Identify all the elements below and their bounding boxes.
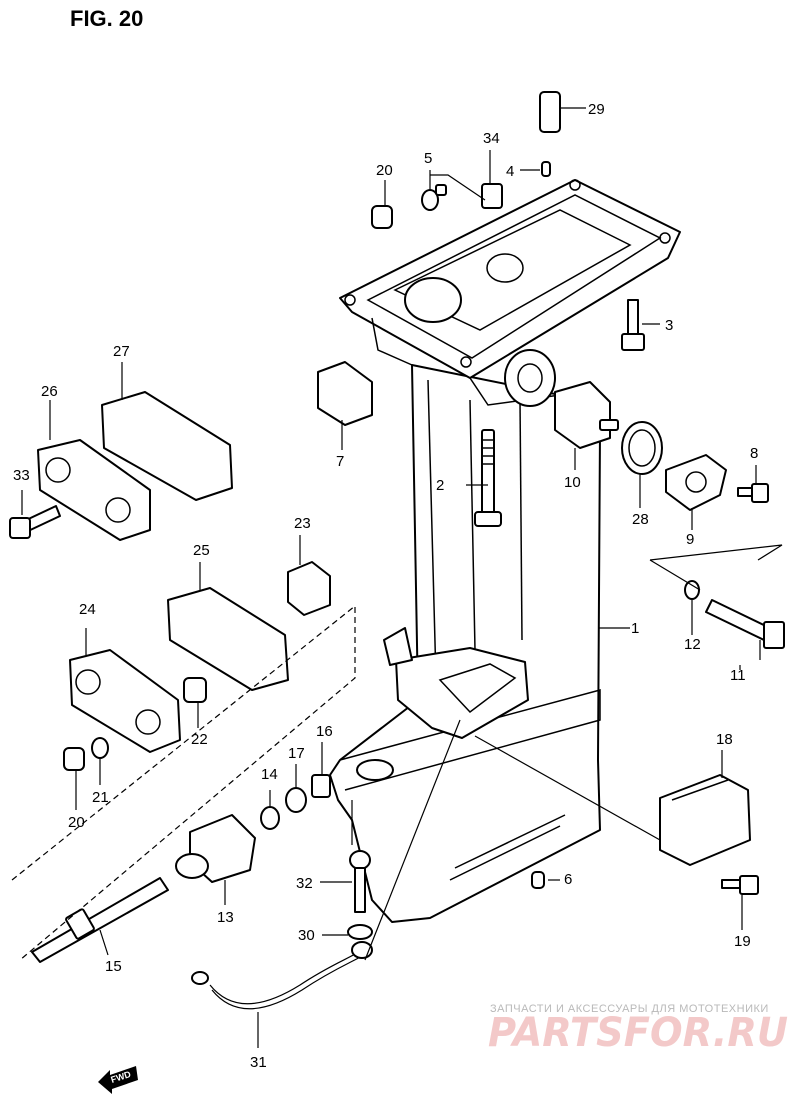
callout-7: 7 <box>336 453 344 470</box>
washer-30 <box>347 924 373 940</box>
driveshaft-housing <box>329 179 681 923</box>
cap-29 <box>539 91 561 133</box>
callout-21: 21 <box>92 789 109 806</box>
dowel-pin-4 <box>541 161 551 177</box>
bolt-33 <box>9 505 61 539</box>
bolt-8 <box>737 483 769 503</box>
fwd-arrow: FWD <box>98 1066 138 1094</box>
bolt-11 <box>705 599 785 649</box>
pin-6 <box>531 871 545 889</box>
nut-20-upper <box>371 205 393 229</box>
screw-32 <box>349 850 371 913</box>
watermark-tagline: ЗАПЧАСТИ И АКСЕССУАРЫ ДЛЯ МОТОТЕХНИКИ <box>490 1003 769 1015</box>
callout-18: 18 <box>716 731 733 748</box>
callout-10: 10 <box>564 474 581 491</box>
callout-29: 29 <box>588 101 605 118</box>
callout-26: 26 <box>41 383 58 400</box>
callout-17: 17 <box>288 745 305 762</box>
callout-33: 33 <box>13 467 30 484</box>
callout-15: 15 <box>105 958 122 975</box>
callout-14: 14 <box>261 766 278 783</box>
rubber-mount-13 <box>175 814 256 883</box>
rubber-mount-10 <box>554 381 619 449</box>
cap-34 <box>481 183 503 209</box>
stud-bolt-2 <box>474 429 502 527</box>
callout-20-lower: 20 <box>68 814 85 831</box>
callout-23: 23 <box>294 515 311 532</box>
callout-16: 16 <box>316 723 333 740</box>
callout-28: 28 <box>632 511 649 528</box>
bracket-27 <box>101 391 233 501</box>
callout-4: 4 <box>506 163 514 180</box>
callout-27: 27 <box>113 343 130 360</box>
callout-8: 8 <box>750 445 758 462</box>
callout-30: 30 <box>298 927 315 944</box>
figure-title: FIG. 20 <box>70 6 143 31</box>
callout-6: 6 <box>564 871 572 888</box>
rubber-23 <box>287 561 331 616</box>
callout-19: 19 <box>734 933 751 950</box>
callout-25: 25 <box>193 542 210 559</box>
seal-28 <box>621 421 663 475</box>
callout-12: 12 <box>684 636 701 653</box>
washer-12 <box>684 580 700 600</box>
watermark-logo: PARTSFOR.RU <box>488 1010 788 1056</box>
nut-20-lower <box>63 747 85 771</box>
nut-16 <box>311 774 331 798</box>
pad-7 <box>317 361 373 426</box>
callout-labels: 1 2 3 4 5 6 7 8 9 10 11 12 13 14 15 16 1… <box>13 101 758 1071</box>
callout-3: 3 <box>665 317 673 334</box>
washer-21 <box>91 737 109 759</box>
washer-17 <box>285 787 307 813</box>
grease-nipple-5 <box>421 184 447 211</box>
washer-14 <box>260 806 280 830</box>
callout-32: 32 <box>296 875 313 892</box>
bolt-19 <box>721 875 759 895</box>
callout-2: 2 <box>436 477 444 494</box>
callout-20-upper: 20 <box>376 162 393 179</box>
bracket-25 <box>167 587 289 691</box>
bolt-3 <box>621 299 645 351</box>
callout-24: 24 <box>79 601 96 618</box>
callout-34: 34 <box>483 130 500 147</box>
bracket-26 <box>37 439 151 541</box>
collar-22 <box>183 677 207 703</box>
leader-lines <box>11 107 783 1048</box>
callout-22: 22 <box>191 731 208 748</box>
bolt-15 <box>31 877 169 963</box>
callout-9: 9 <box>686 531 694 548</box>
callout-11: 11 <box>730 667 746 684</box>
cover-plate-9 <box>665 454 727 511</box>
callout-5: 5 <box>424 150 432 167</box>
callout-31: 31 <box>250 1054 267 1071</box>
callout-13: 13 <box>217 909 234 926</box>
callout-1: 1 <box>631 620 639 637</box>
watermark: ЗАПЧАСТИ И АКСЕССУАРЫ ДЛЯ МОТОТЕХНИКИ PA… <box>488 1003 788 1056</box>
ground-wire-31 <box>191 941 373 1010</box>
bracket-24 <box>69 649 181 753</box>
cover-18 <box>659 774 751 866</box>
